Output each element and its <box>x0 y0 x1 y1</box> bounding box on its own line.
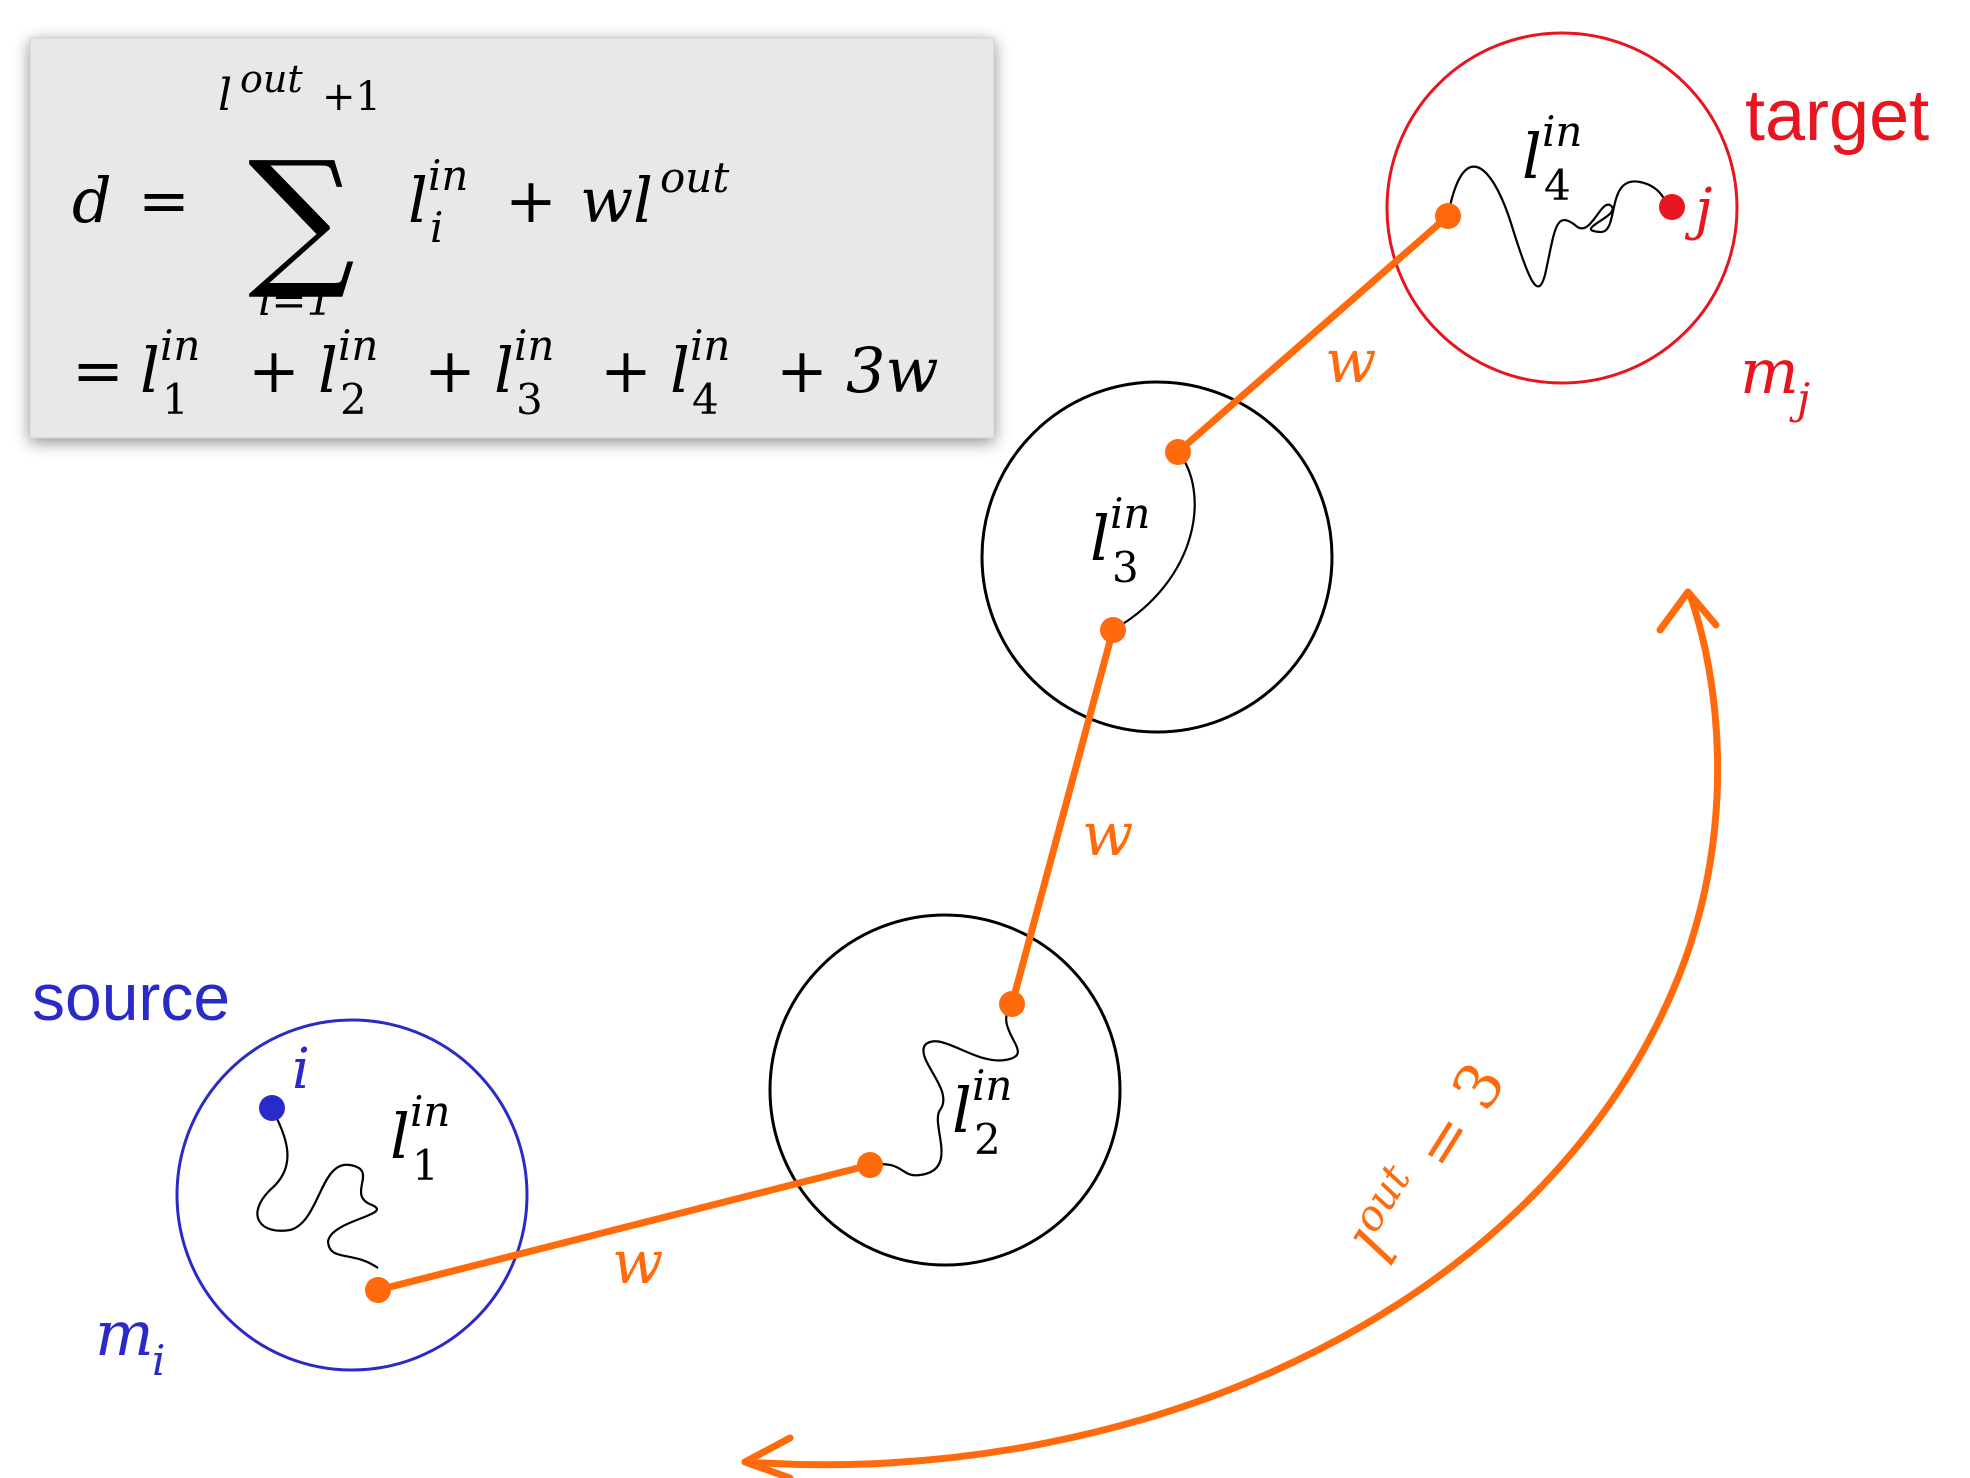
t4-sub: 4 <box>692 375 719 424</box>
target-label: target <box>1745 76 1929 156</box>
c2-sub: 2 <box>974 1115 1001 1164</box>
target-walk-path <box>1446 165 1670 288</box>
lout-arc <box>741 591 1722 1469</box>
t1-sub: 1 <box>162 375 189 424</box>
w-term-sup: out <box>660 153 729 202</box>
t2-base: l <box>318 334 338 407</box>
sum-symbol: ∑ <box>248 130 355 304</box>
w-label-3: w <box>1325 327 1376 397</box>
cluster-3-walk-path <box>1112 451 1196 631</box>
link-2-end-dot <box>1100 617 1126 643</box>
link-2 <box>1008 626 1117 1008</box>
term-base: l <box>408 164 428 237</box>
cluster-3: l in 3 <box>980 380 1334 734</box>
m-i-sub: i <box>152 1336 165 1385</box>
c4-sub: 4 <box>1544 161 1571 210</box>
inter-cluster-links <box>374 212 1452 1294</box>
source-label: source <box>32 960 230 1034</box>
t2-sup: in <box>338 321 378 370</box>
t1-sup: in <box>160 321 200 370</box>
cluster-3-circle <box>980 380 1334 734</box>
line2-eq: = <box>72 334 124 407</box>
c1-base: l <box>390 1100 410 1173</box>
link-endpoints <box>365 203 1461 1303</box>
target-cluster: j l in 4 m j target <box>1385 31 1929 423</box>
line2-plus-2: + <box>424 334 476 407</box>
target-cluster-circle <box>1385 31 1739 385</box>
formula-box-bg <box>29 37 995 439</box>
formula-eq: = <box>138 164 190 237</box>
link-3-start-dot <box>1165 439 1191 465</box>
link-2-start-dot <box>999 991 1025 1017</box>
c2-sup: in <box>972 1061 1012 1110</box>
sum-upper-base: l <box>218 70 232 121</box>
t1-base: l <box>140 334 160 407</box>
term-sup: in <box>428 151 468 200</box>
w-term: wl <box>580 164 653 237</box>
link-1-start-dot <box>365 1277 391 1303</box>
m-j-base: m <box>1740 335 1799 408</box>
formula-box: d = l out +1 ∑ i=1 l in i + wl out = l i… <box>29 37 995 439</box>
t4-sup: in <box>690 321 730 370</box>
formula-lhs: d <box>72 164 112 237</box>
sum-lower: i=1 <box>258 276 333 325</box>
source-cluster: i l in 1 m i source <box>32 960 529 1385</box>
link-1 <box>374 1161 874 1294</box>
c3-base: l <box>1090 502 1110 575</box>
m-i-base: m <box>95 1297 154 1370</box>
cluster-2-circle <box>768 913 1122 1267</box>
cluster-2-walk-path <box>869 1003 1019 1177</box>
lout-arrow <box>741 588 1722 1478</box>
w-label-1: w <box>612 1228 663 1298</box>
c4-sup: in <box>1542 107 1582 156</box>
formula-tail: 3w <box>846 334 939 407</box>
t3-sub: 3 <box>516 375 543 424</box>
node-j-label: j <box>1684 177 1712 242</box>
lout-rhs: = 3 <box>1399 1050 1520 1183</box>
c4-base: l <box>1522 120 1542 193</box>
node-i-dot <box>259 1095 285 1121</box>
lout-label: l out = 3 <box>1341 1050 1520 1276</box>
w-label-2: w <box>1082 800 1133 870</box>
c2-base: l <box>952 1074 972 1147</box>
node-j-dot <box>1659 194 1685 220</box>
source-walk-path <box>256 1107 379 1269</box>
c3-sup: in <box>1110 489 1150 538</box>
source-cluster-circle <box>175 1018 529 1372</box>
link-3-end-dot <box>1435 203 1461 229</box>
line2-plus-3: + <box>600 334 652 407</box>
c1-sup: in <box>410 1087 450 1136</box>
link-1-end-dot <box>857 1152 883 1178</box>
link-3 <box>1174 212 1452 456</box>
cluster-2: l in 2 <box>768 913 1122 1267</box>
sum-upper-tail: +1 <box>322 74 381 120</box>
line2-plus-1: + <box>248 334 300 407</box>
formula-plus: + <box>505 164 557 237</box>
lout-arrowhead-bottom <box>741 1434 794 1478</box>
lout-arrowhead-top <box>1656 588 1720 634</box>
sum-upper-sup: out <box>240 57 303 101</box>
term-sub: i <box>430 203 443 252</box>
t3-sup: in <box>514 321 554 370</box>
c1-sub: 1 <box>412 1141 439 1190</box>
t3-base: l <box>494 334 514 407</box>
t2-sub: 2 <box>340 375 367 424</box>
node-i-label: i <box>292 1037 310 1102</box>
t4-base: l <box>670 334 690 407</box>
c3-sub: 3 <box>1112 543 1139 592</box>
line2-plus-4: + <box>776 334 828 407</box>
